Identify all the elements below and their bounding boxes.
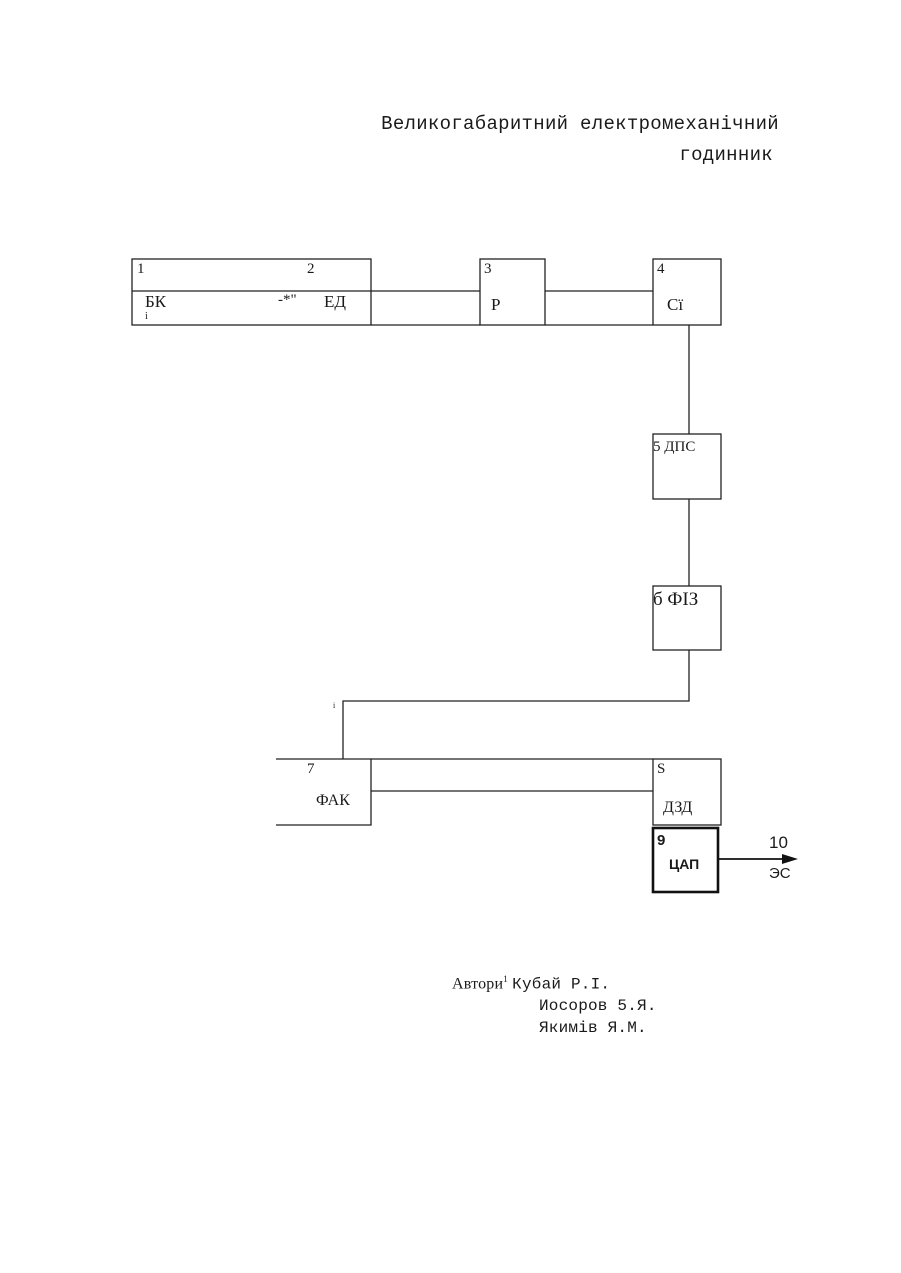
block-4-number: 4 (657, 262, 665, 277)
block-3-number: 3 (484, 262, 492, 277)
authors-line-1: Автори1 Кубай Р.І. (452, 974, 610, 993)
block-7-label: ФАК (316, 793, 350, 809)
block-9-number: 9 (657, 833, 665, 848)
output-10-number: 10 (769, 834, 788, 851)
block-8-label: ДЗД (663, 800, 692, 816)
block-2-number: 2 (307, 262, 315, 277)
block-7-number: 7 (307, 762, 315, 777)
block-2-prefix: -*" (278, 293, 297, 308)
block-1-number: 1 (137, 262, 145, 277)
output-10-label: ЭС (769, 866, 791, 881)
output-arrow-head (782, 854, 798, 864)
block-3-label: Р (491, 296, 500, 313)
junction-mark: i (333, 702, 335, 710)
author-3: Якимів Я.М. (539, 1019, 647, 1037)
block-8-number: S (657, 762, 665, 777)
block-4-label: Сї (667, 296, 683, 313)
author-1: Кубай Р.І. (512, 975, 610, 993)
block-9-label: ЦАП (669, 857, 699, 871)
authors-prefix: Автори (452, 975, 503, 992)
block-6-label: б ФІЗ (653, 590, 698, 609)
connector-6-7 (343, 650, 689, 759)
block-5-label: 5 ДПС (653, 440, 695, 455)
block-1-mark: i (145, 312, 148, 322)
block-1-label: БК (145, 293, 166, 310)
authors-superscript: 1 (503, 974, 508, 984)
block-2-label: ЕД (324, 293, 346, 310)
author-2: Иосоров 5.Я. (539, 997, 657, 1015)
